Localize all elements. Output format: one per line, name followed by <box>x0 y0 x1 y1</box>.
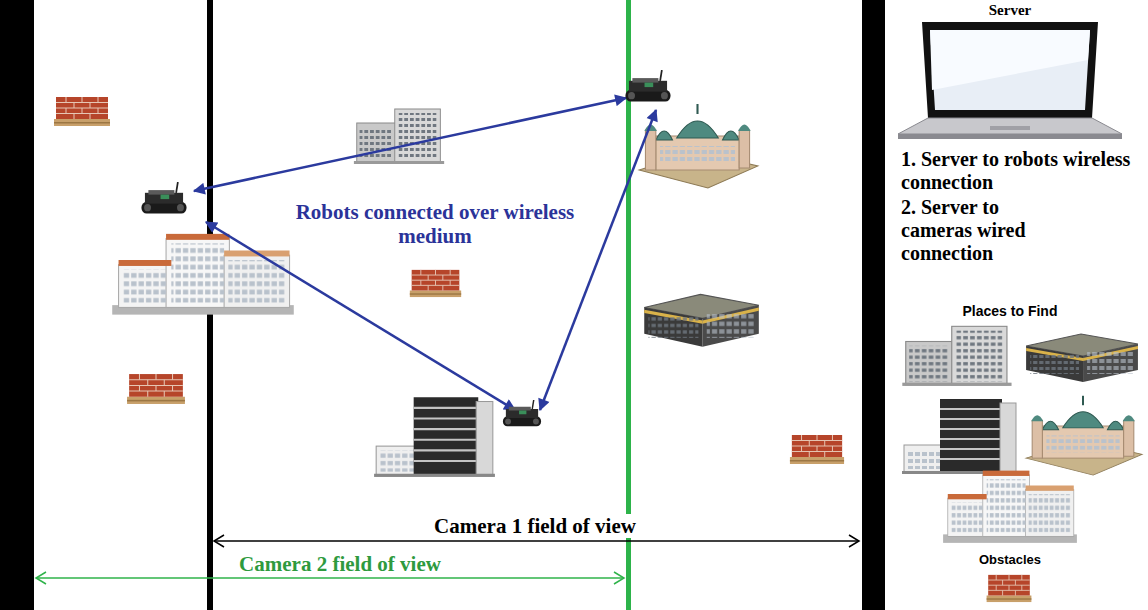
obstacles <box>127 374 185 404</box>
legend-places <box>1026 334 1138 382</box>
wireless-links <box>194 98 626 191</box>
legend-obstacle <box>987 575 1032 602</box>
camera-2-range <box>36 577 624 579</box>
field-boundaries <box>0 0 34 610</box>
legend-places <box>902 326 1011 386</box>
server-title: Server <box>986 2 1034 19</box>
server-laptop <box>898 22 1122 139</box>
robots <box>625 70 670 102</box>
places <box>639 104 758 188</box>
legend-obstacle <box>987 575 1032 602</box>
places <box>354 109 444 164</box>
camera-1-label: Camera 1 field of view <box>431 514 639 538</box>
obstacles <box>790 435 844 464</box>
places <box>374 397 495 477</box>
server-laptop <box>898 118 1122 134</box>
camera-1-range <box>849 535 859 547</box>
legend-places <box>1026 396 1142 475</box>
wireless-links <box>194 98 656 410</box>
network-note: Robots connected over wireless medium <box>285 200 585 248</box>
wireless-links <box>206 222 515 410</box>
legend-heading: Obstacles <box>976 553 1044 568</box>
legend-heading: Places to Find <box>960 303 1061 319</box>
places <box>112 104 759 477</box>
legend-places <box>902 399 1018 474</box>
legend-places <box>943 471 1077 543</box>
robots <box>503 400 541 426</box>
server-laptop <box>922 22 1098 118</box>
server-laptop <box>930 30 1090 90</box>
camera-2-label: Camera 2 field of view <box>236 552 444 576</box>
server-laptop <box>990 126 1030 130</box>
connection-note: 1. Server to robots wireless connection <box>898 148 1146 194</box>
connection-note: 2. Server to cameras wired connection <box>898 196 1048 265</box>
field-boundaries <box>862 0 885 610</box>
legend-places <box>902 326 1142 543</box>
server-laptop <box>898 134 1122 139</box>
camera-2-range <box>614 572 624 584</box>
places <box>644 294 759 346</box>
camera-2-range <box>36 572 46 584</box>
server-laptop <box>930 30 1090 110</box>
wireless-links <box>540 110 656 410</box>
places <box>112 234 294 315</box>
obstacles <box>410 270 461 297</box>
robots <box>141 182 186 214</box>
camera-1-range <box>214 535 224 547</box>
robots <box>141 70 670 426</box>
field-boundaries <box>0 0 885 610</box>
obstacles <box>54 97 110 126</box>
camera-1-range <box>214 540 859 542</box>
